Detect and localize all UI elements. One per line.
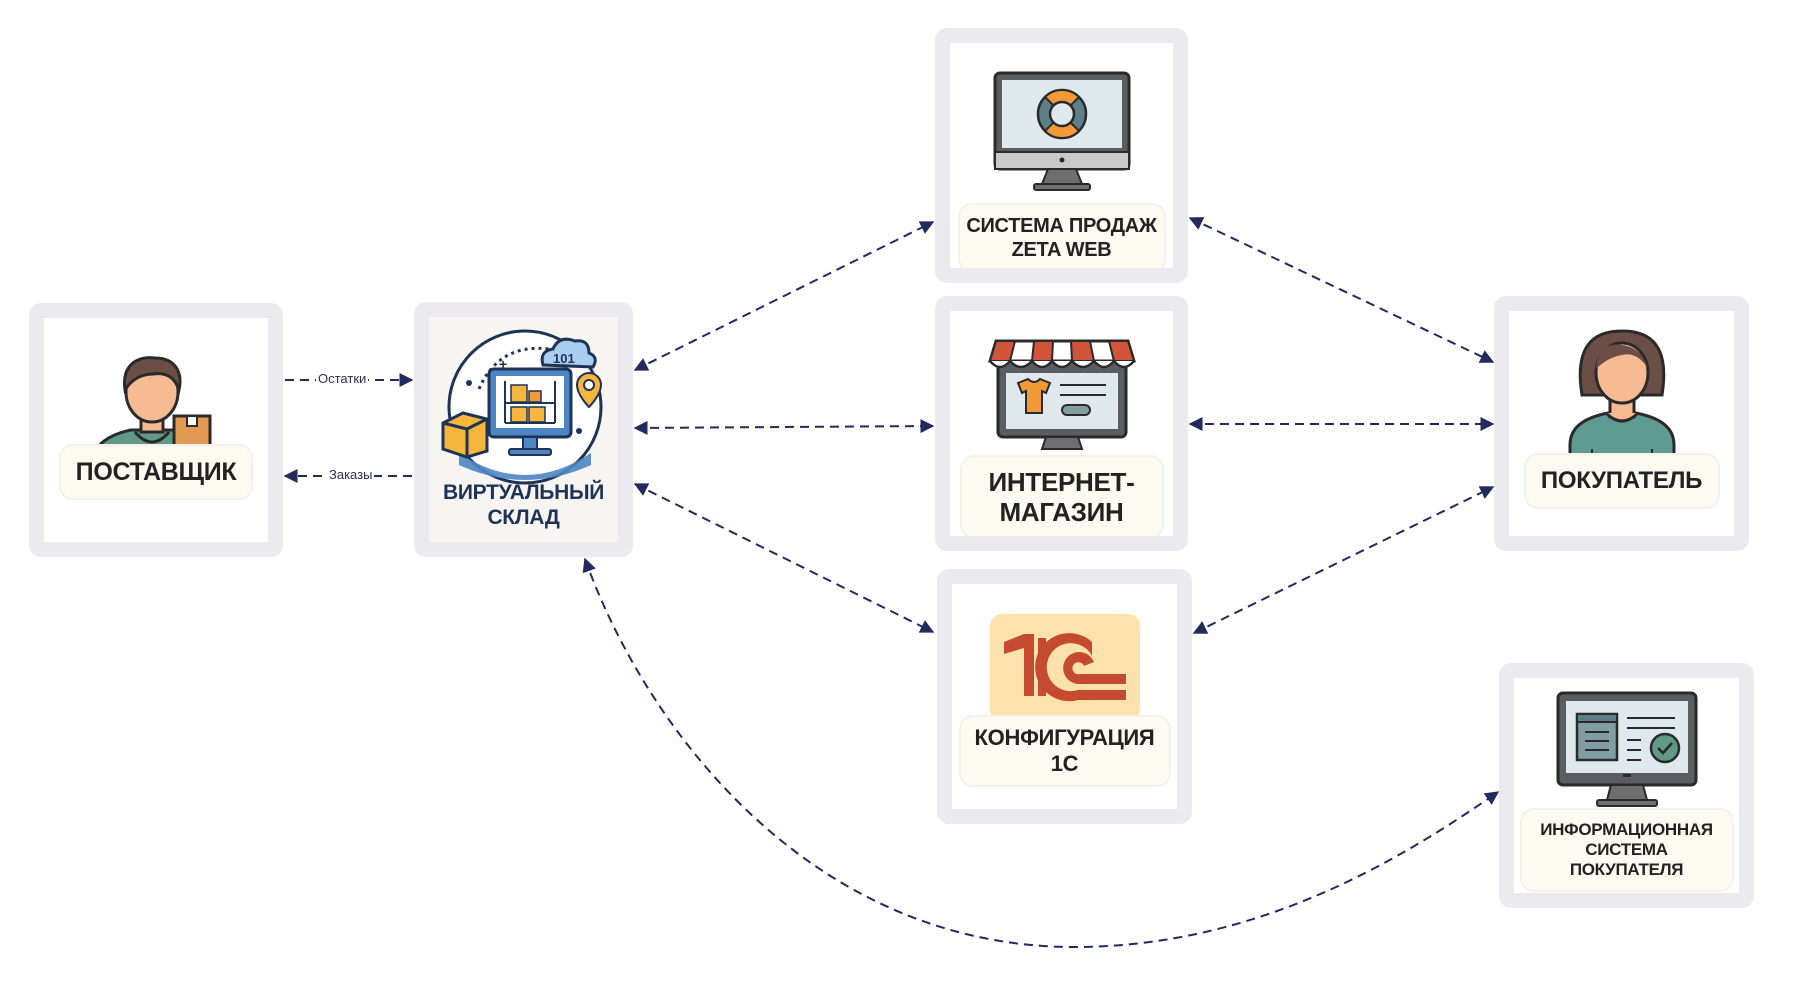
node-supplier[interactable]: ПОСТАВЩИК: [29, 303, 283, 557]
supplier-label: ПОСТАВЩИК: [61, 446, 251, 498]
1c-logo-icon: [989, 614, 1140, 722]
shop-label: ИНТЕРНЕТ- МАГАЗИН: [961, 457, 1162, 536]
buyer-label: ПОКУПАТЕЛЬ: [1525, 455, 1718, 507]
edge-warehouse-onec: [633, 483, 935, 633]
monitor-checklist-icon: [1556, 691, 1697, 807]
node-buyer-information-system[interactable]: ИНФОРМАЦИОННАЯ СИСТЕМА ПОКУПАТЕЛЯ: [1499, 663, 1754, 908]
edge-label-stock: Остатки: [316, 371, 369, 386]
edge-warehouse-shop: [633, 419, 935, 435]
node-online-store[interactable]: ИНТЕРНЕТ- МАГАЗИН: [935, 296, 1188, 551]
cloud-binary-text: 101: [553, 351, 575, 366]
zeta-label: СИСТЕМА ПРОДАЖ ZETA WEB: [959, 205, 1164, 268]
edge-warehouse-buyer-is: [582, 557, 1500, 949]
edge-warehouse-zeta: [633, 221, 935, 371]
node-1c-configuration[interactable]: КОНФИГУРАЦИЯ 1С: [937, 569, 1192, 824]
buyer-is-label: ИНФОРМАЦИОННАЯ СИСТЕМА ПОКУПАТЕЛЯ: [1521, 810, 1732, 890]
node-virtual-warehouse[interactable]: + 101 ВИРТУАЛЬНЫЙ СКЛАД: [414, 302, 633, 557]
online-store-icon: [987, 339, 1136, 450]
onec-label: КОНФИГУРАЦИЯ 1С: [960, 717, 1169, 785]
warehouse-label: ВИРТУАЛЬНЫЙ СКЛАД: [442, 481, 605, 529]
edge-label-orders: Заказы: [327, 467, 375, 482]
monitor-lifebuoy-icon: [993, 71, 1130, 191]
virtual-warehouse-icon: + 101: [441, 329, 602, 485]
woman-avatar-icon: [1568, 329, 1675, 465]
edge-zeta-buyer: [1188, 217, 1495, 363]
node-zeta-web[interactable]: СИСТЕМА ПРОДАЖ ZETA WEB: [935, 28, 1188, 283]
svg-text:+: +: [499, 356, 507, 372]
node-buyer[interactable]: ПОКУПАТЕЛЬ: [1494, 296, 1749, 551]
edge-onec-buyer: [1192, 486, 1495, 634]
